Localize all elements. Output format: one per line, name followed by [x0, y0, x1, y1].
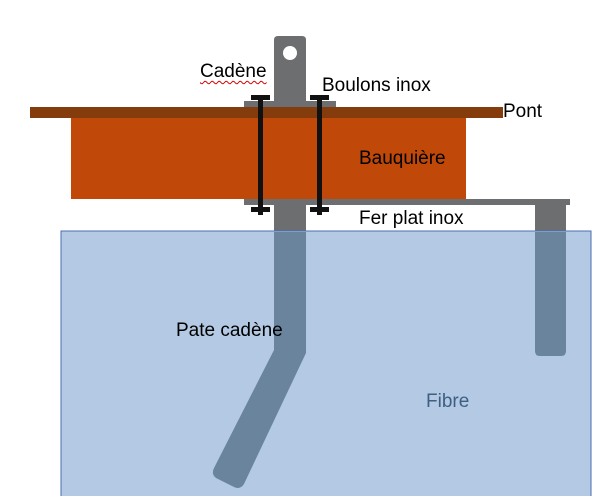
- top-plate: [244, 101, 336, 107]
- label-cadene: Cadène: [200, 61, 267, 82]
- pont-deck: [30, 107, 503, 118]
- bauquiere-block: [71, 118, 466, 199]
- label-fer-plat-inox: Fer plat inox: [359, 208, 464, 229]
- cadene-eye-hole: [283, 46, 297, 60]
- bolt-right: [310, 95, 329, 215]
- label-pont: Pont: [503, 101, 543, 122]
- fer-plat-leg: [535, 232, 566, 356]
- fer-plat-drop: [535, 205, 566, 232]
- label-boulons-inox: Boulons inox: [322, 75, 431, 96]
- pate-cadene: [212, 232, 306, 488]
- fibre-hull: [60, 230, 592, 496]
- label-bauquiere: Bauquière: [359, 148, 446, 169]
- bolt-left: [251, 95, 270, 215]
- label-pate-cadene: Pate cadène: [176, 320, 283, 341]
- label-fibre: Fibre: [426, 391, 470, 412]
- chainplate-mid: [274, 205, 306, 232]
- fer-plat-bar: [244, 199, 570, 205]
- chainplate-upper: [274, 36, 306, 101]
